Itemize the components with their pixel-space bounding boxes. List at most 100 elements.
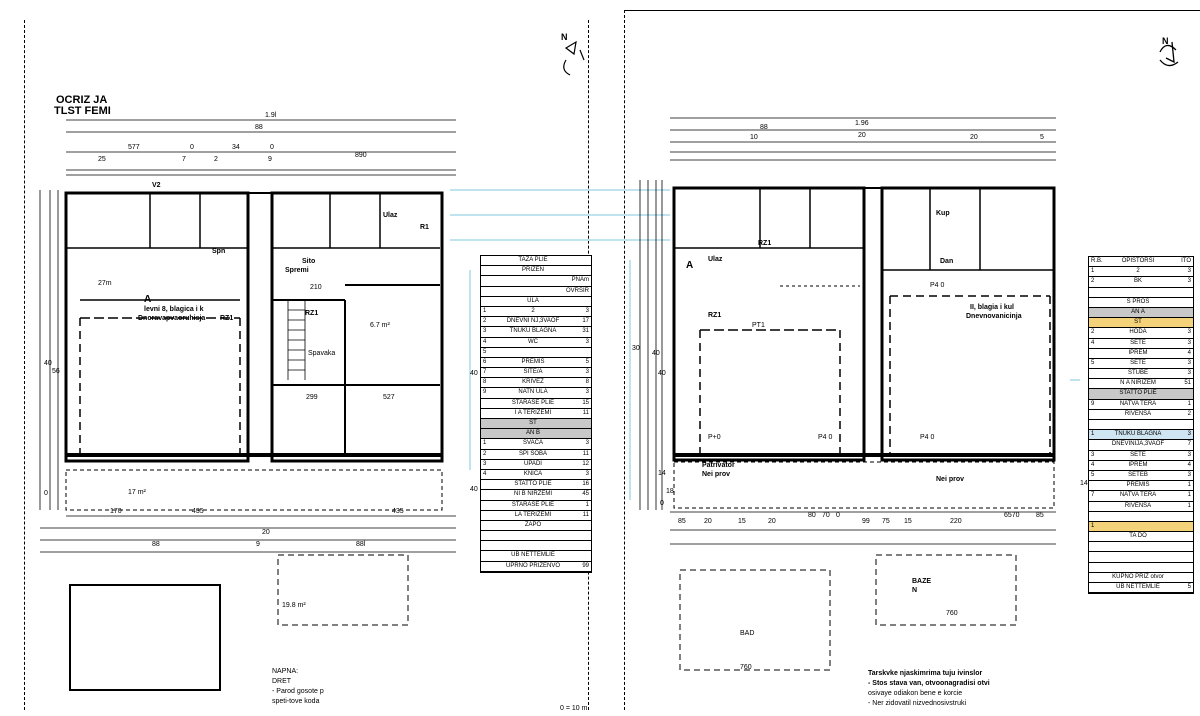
row-number: 2: [483, 450, 487, 457]
room-label: P4 0: [920, 434, 935, 441]
table-title: TAZA PLIE: [481, 256, 591, 267]
room-label: Kup: [936, 210, 950, 217]
room-label: 17 m²: [128, 489, 146, 496]
row-value: 1: [585, 501, 589, 508]
row-number: 4: [1091, 339, 1095, 346]
dim-label: 890: [355, 152, 367, 159]
box-label: BAD: [740, 630, 755, 637]
row-number: 1: [1091, 522, 1095, 529]
dim-label: 5: [1040, 134, 1044, 141]
dim-label: 30: [632, 345, 640, 352]
row-value: 3: [1187, 451, 1191, 458]
row-label: 2: [1136, 268, 1140, 275]
note-line: - Parod gosote p: [272, 688, 324, 695]
row-label: ULA: [527, 297, 539, 304]
left-dimension-lines: [639, 180, 663, 510]
room-label: 19.8 m²: [282, 602, 306, 609]
row-label: WC: [528, 338, 538, 345]
row-label: ST: [1134, 319, 1142, 326]
row-label: 2: [531, 307, 535, 314]
room-label: II, blagia i kul: [970, 304, 1014, 311]
note-line: DRET: [272, 678, 292, 685]
room-label: Dan: [940, 258, 954, 265]
room-label: P4 0: [818, 434, 833, 441]
dim-label: 10: [750, 134, 758, 141]
dim-label: 20: [262, 529, 270, 536]
row-label: KUPNO PRIZ otvor: [1112, 573, 1164, 580]
dim-label: 40: [652, 350, 660, 357]
row-number: 1: [1091, 268, 1095, 275]
row-label: SPI SOBA: [518, 450, 547, 457]
table-row: UB NETTEMLIE: [481, 551, 591, 562]
row-value: 3: [585, 389, 589, 396]
note-line: speti-tove koda: [272, 698, 320, 705]
row-value: 3: [1187, 359, 1191, 366]
guide-lines: [600, 189, 1080, 500]
north-arrow-icon: [563, 40, 585, 76]
dim-label: 435: [192, 508, 204, 515]
dim-label: 85: [1036, 512, 1044, 519]
table-row: [1089, 288, 1193, 298]
row-label: DNEVNI NJ,3VAOF: [506, 318, 560, 325]
row-value: 3: [1187, 370, 1191, 377]
dim-label: 85: [678, 518, 686, 525]
row-value: 16: [582, 481, 589, 488]
row-label: ŠETE: [1130, 359, 1146, 366]
dim-label: 9: [268, 156, 272, 163]
dim-label: 25: [98, 156, 106, 163]
note-line: Tarskvke njaskimrima tuju ivinslor: [868, 670, 983, 677]
row-label: STARASE PLIE: [511, 501, 555, 508]
row-value: 15: [582, 399, 589, 406]
room-label: PT1: [752, 322, 765, 329]
row-number: 8: [483, 379, 487, 386]
dim-label: 14: [1080, 480, 1088, 487]
row-label: RIVENSA: [1124, 502, 1152, 509]
room-label: Spn: [212, 248, 226, 255]
row-label: I A TERIZEMI: [514, 409, 552, 416]
row-value: 3: [585, 369, 589, 376]
dim-label: 7: [182, 156, 186, 163]
table-row: ST: [1089, 318, 1193, 329]
box-label: BAZE: [912, 578, 932, 585]
table-header: OVRSIR: [481, 287, 591, 297]
row-label: TNUKU BLAGNA: [1114, 431, 1162, 438]
room-label: levni 8, blagica i k: [144, 306, 204, 313]
dim-label: 9: [256, 541, 260, 548]
dim-label: 14: [658, 470, 666, 477]
table-row: [1089, 552, 1193, 563]
room-label: 6.7 m²: [370, 322, 390, 329]
dim-label: 20: [970, 134, 978, 141]
room-label: P+0: [708, 434, 721, 441]
room-label: Nei prov: [702, 471, 731, 478]
dim-label: 6570: [1004, 512, 1020, 519]
room-label: Dnevnovanicinja: [966, 313, 1022, 320]
box-label: N: [912, 587, 918, 594]
row-number: 4: [483, 470, 487, 477]
row-label: NI B NIRZEMI: [513, 491, 552, 498]
row-label: KNIČA: [523, 470, 543, 477]
room-label: Sito: [302, 258, 316, 265]
table-row: ZAPO: [481, 521, 591, 532]
row-label: LA TERIZEMI: [514, 511, 552, 518]
row-label: NATVA TERA: [1119, 492, 1157, 499]
dim-label: 0: [836, 512, 840, 519]
north-label: N: [1162, 36, 1169, 46]
room-label: RZ1: [305, 310, 319, 317]
row-value: 1: [1187, 492, 1191, 499]
table-row: UB NETTEMLIE eno):5: [1089, 583, 1193, 594]
dim-label: 99: [862, 518, 870, 525]
table-row: [1089, 563, 1193, 573]
row-label: STATTO PLIE: [1119, 390, 1157, 397]
row-number: 9: [1091, 400, 1095, 407]
room-label: R1: [420, 224, 429, 231]
